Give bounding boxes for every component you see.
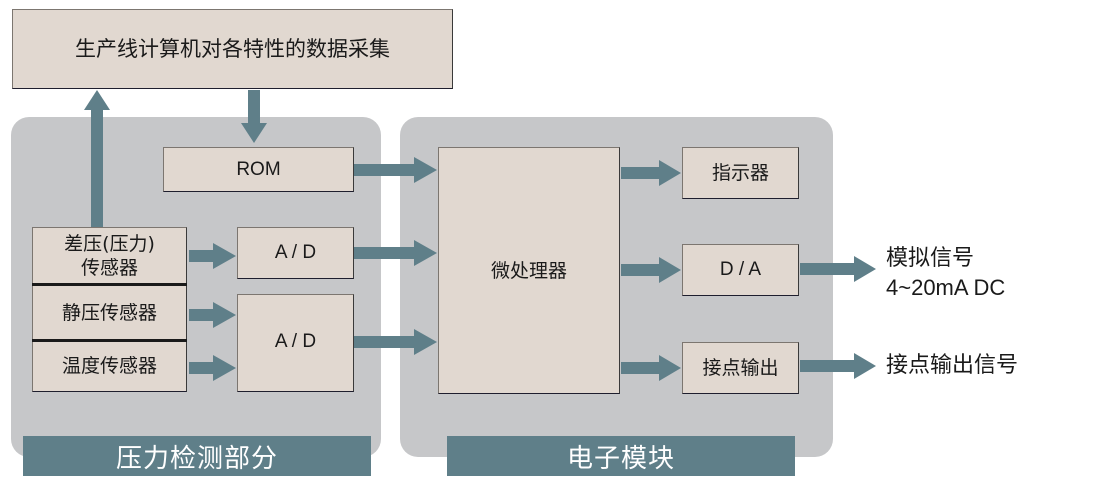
sensor-divider [32, 339, 187, 342]
microprocessor-box: 微处理器 [438, 147, 620, 394]
arrow-computer-to-rom [241, 90, 267, 143]
da-converter-box: D / A [682, 244, 799, 296]
analog-signal-label-line2: 4~20mA DC [886, 275, 1006, 300]
temperature-sensor-box: 温度传感器 [32, 340, 187, 392]
arrow-dp-sensor-to-ad [189, 243, 236, 269]
electronics-module-title: 电子模块 [447, 436, 795, 476]
pressure-detection-title: 压力检测部分 [23, 436, 371, 476]
ad-converter-box-1: A / D [237, 227, 354, 279]
arrow-da-to-analog-output [800, 256, 876, 282]
arrow-microprocessor-to-indicator [621, 160, 681, 186]
analog-signal-label-line1: 模拟信号 [886, 246, 975, 271]
arrow-microprocessor-to-da [621, 257, 681, 283]
analog-signal-label: 模拟信号 4~20mA DC [886, 244, 1005, 302]
differential-pressure-sensor-box: 差压(压力) 传感器 [32, 227, 187, 285]
contact-output-signal-label: 接点输出信号 [886, 353, 1019, 378]
arrow-ad1-to-microprocessor [354, 240, 437, 266]
rom-box: ROM [163, 147, 354, 192]
arrow-sensor-to-computer [84, 90, 110, 227]
arrow-contact-to-contact-output [800, 353, 876, 379]
production-line-computer-box: 生产线计算机对各特性的数据采集 [12, 9, 453, 89]
differential-pressure-sensor-label-line2: 传感器 [80, 257, 138, 279]
sensor-divider [32, 283, 187, 286]
arrow-rom-to-microprocessor [354, 157, 437, 183]
indicator-box: 指示器 [682, 147, 799, 199]
differential-pressure-sensor-label-line1: 差压(压力) [64, 233, 155, 255]
contact-output-box: 接点输出 [682, 342, 799, 394]
arrow-microprocessor-to-contact [621, 355, 681, 381]
arrow-static-sensor-to-ad [189, 302, 236, 328]
ad-converter-box-2: A / D [237, 294, 354, 392]
arrow-temp-sensor-to-ad [189, 355, 236, 381]
arrow-ad2-to-microprocessor [354, 329, 437, 355]
